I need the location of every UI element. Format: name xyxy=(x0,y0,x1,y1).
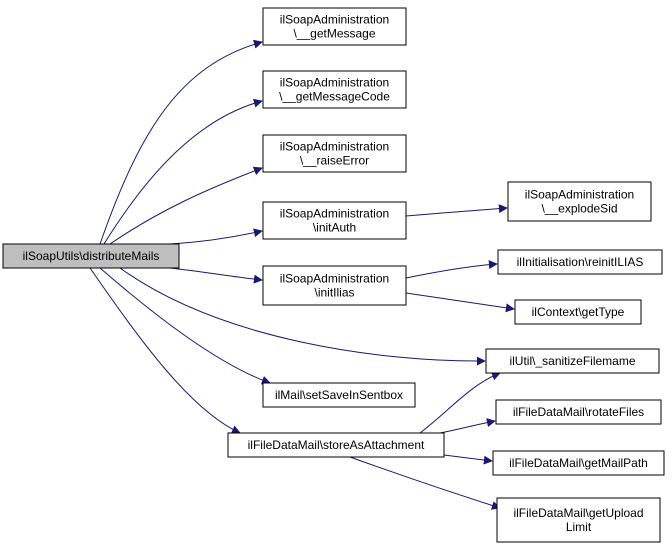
node-layer: ilSoapUtils\distributeMails ilSoapAdminis… xyxy=(2,7,665,543)
edge-initIlias-to-getType xyxy=(405,292,515,313)
edge-storeAsAttachment-to-rotateFiles xyxy=(439,418,496,434)
node-label: ilFileDataMail\getUpload xyxy=(513,506,643,520)
node-box xyxy=(262,265,407,306)
node-explodeSid[interactable]: ilSoapAdministration\__explodeSid xyxy=(507,181,652,222)
node-box xyxy=(262,70,407,109)
node-label: ilSoapAdministration xyxy=(280,207,389,221)
node-label: \__raiseError xyxy=(300,154,369,168)
node-box xyxy=(262,201,407,240)
node-label: ilSoapAdministration xyxy=(280,140,389,154)
node-box xyxy=(485,348,660,374)
node-box xyxy=(495,399,662,425)
node-root[interactable]: ilSoapUtils\distributeMails xyxy=(2,243,180,269)
edge-storeAsAttachment-to-getMailPath xyxy=(443,454,493,465)
node-label: ilMail\setSaveInSentbox xyxy=(275,388,403,402)
edge-root-to-getMessage xyxy=(99,39,263,245)
edge-storeAsAttachment-to-sanitizeFilemame xyxy=(419,371,501,434)
node-label: Limit xyxy=(566,520,592,534)
edge-root-to-storeAsAttachment xyxy=(89,267,241,434)
node-box xyxy=(262,134,407,173)
node-box xyxy=(227,432,445,458)
edge-initIlias-to-reinitILIAS xyxy=(405,260,498,279)
node-rotateFiles[interactable]: ilFileDataMail\rotateFiles xyxy=(495,399,662,425)
node-getMessage[interactable]: ilSoapAdministration\__getMessage xyxy=(262,7,407,46)
node-label: ilSoapAdministration xyxy=(280,272,389,286)
node-box xyxy=(497,249,663,275)
node-label: ilUtil\_sanitizeFilemame xyxy=(509,354,635,368)
node-initIlias[interactable]: ilSoapAdministration\initIlias xyxy=(262,265,407,306)
edge-initAuth-to-explodeSid xyxy=(405,204,508,217)
node-setSaveInSentbox[interactable]: ilMail\setSaveInSentbox xyxy=(262,382,416,408)
node-label: ilSoapAdministration xyxy=(525,188,634,202)
node-label: ilContext\getType xyxy=(532,305,625,319)
node-label: \initAuth xyxy=(313,221,356,235)
node-box xyxy=(262,382,416,408)
node-getType[interactable]: ilContext\getType xyxy=(514,299,642,325)
node-getMessageCode[interactable]: ilSoapAdministration\__getMessageCode xyxy=(262,70,407,109)
edge-root-to-raiseError xyxy=(109,166,263,245)
node-label: \__getMessageCode xyxy=(279,90,390,104)
node-label: ilSoapAdministration xyxy=(280,13,389,27)
node-getMailPath[interactable]: ilFileDataMail\getMailPath xyxy=(492,450,665,476)
node-box xyxy=(492,450,665,476)
node-label: \__explodeSid xyxy=(541,202,617,216)
node-box xyxy=(2,243,180,269)
node-storeAsAttachment[interactable]: ilFileDataMail\storeAsAttachment xyxy=(227,432,445,458)
node-reinitILIAS[interactable]: ilInitialisation\reinitILIAS xyxy=(497,249,663,275)
node-label: ilFileDataMail\getMailPath xyxy=(509,456,648,470)
node-box xyxy=(496,497,661,543)
edge-root-to-setSaveInSentbox xyxy=(99,267,271,385)
node-sanitizeFilemame[interactable]: ilUtil\_sanitizeFilemame xyxy=(485,348,660,374)
node-box xyxy=(262,7,407,46)
edge-root-to-initIlias xyxy=(169,267,263,284)
node-label: ilSoapUtils\distributeMails xyxy=(23,249,160,263)
node-label: \__getMessage xyxy=(293,27,375,41)
node-label: ilSoapAdministration xyxy=(280,76,389,90)
node-initAuth[interactable]: ilSoapAdministration\initAuth xyxy=(262,201,407,240)
edge-root-to-initAuth xyxy=(169,228,263,245)
node-box xyxy=(507,181,652,222)
node-raiseError[interactable]: ilSoapAdministration\__raiseError xyxy=(262,134,407,173)
edge-root-to-sanitizeFilemame xyxy=(119,267,486,366)
edge-root-to-getMessageCode xyxy=(103,98,263,245)
node-label: ilInitialisation\reinitILIAS xyxy=(517,255,644,269)
node-label: \initIlias xyxy=(314,286,354,300)
edge-layer xyxy=(89,39,515,510)
node-box xyxy=(514,299,642,325)
node-label: ilFileDataMail\rotateFiles xyxy=(513,405,644,419)
node-label: ilFileDataMail\storeAsAttachment xyxy=(248,438,425,452)
edge-storeAsAttachment-to-getUploadLimit xyxy=(349,456,501,510)
